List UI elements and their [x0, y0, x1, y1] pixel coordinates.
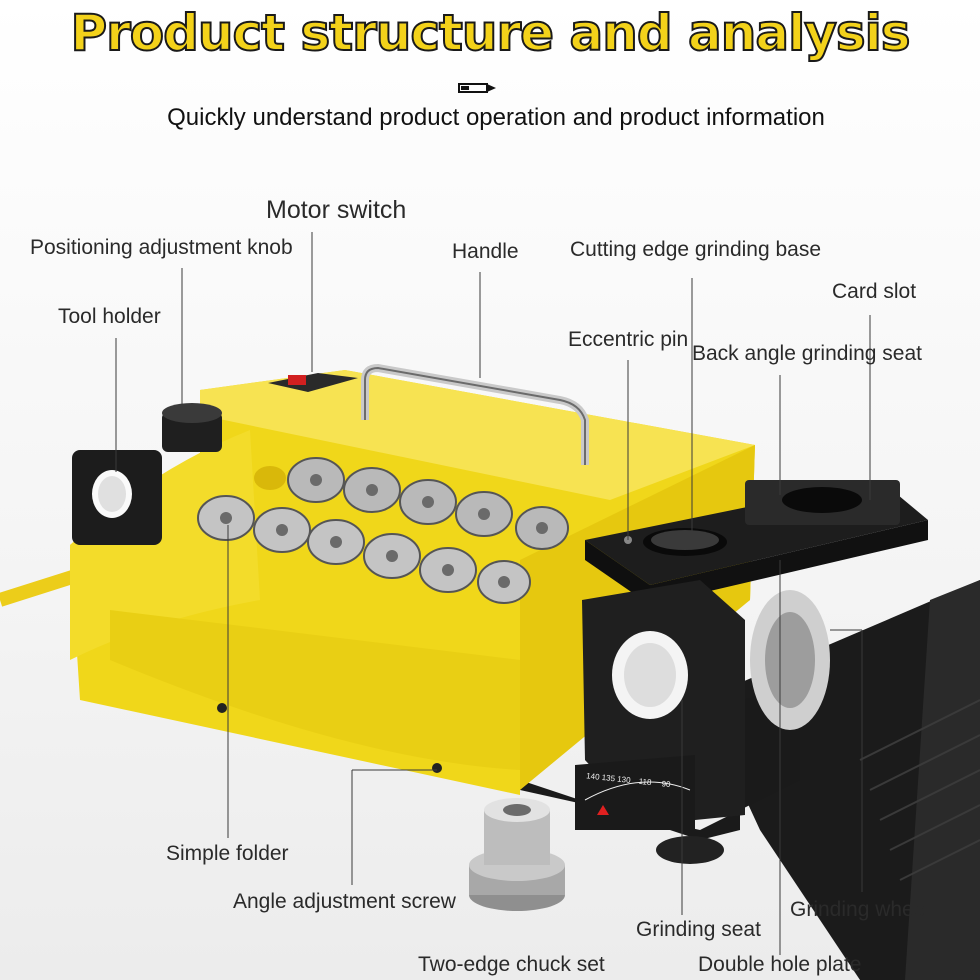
page-title: Product structure and analysis: [69, 3, 911, 63]
label-angle-screw: Angle adjustment screw: [233, 890, 456, 913]
dial-value: 90: [661, 779, 671, 790]
label-double-hole-plate: Double hole plate: [698, 953, 862, 976]
dial-value: 118: [638, 776, 652, 788]
label-back-angle-seat: Back angle grinding seat: [692, 342, 922, 365]
dial-value: 135: [601, 772, 616, 784]
label-motor-switch: Motor switch: [266, 196, 407, 224]
leader-lines: [115, 232, 871, 955]
positioning-knob: [162, 403, 222, 452]
label-handle: Handle: [452, 240, 519, 263]
label-chuck-set: Two-edge chuck set: [418, 953, 605, 976]
chuck-illustration: [469, 798, 565, 911]
dial-value: 130: [616, 774, 632, 785]
label-simple-folder: Simple folder: [166, 842, 289, 865]
grinding-seat: [575, 580, 745, 830]
motor-switch: [268, 373, 358, 392]
page-subtitle: Quickly understand product operation and…: [167, 104, 825, 131]
label-card-slot: Card slot: [832, 280, 917, 303]
screw: [217, 703, 227, 713]
label-grinding-seat: Grinding seat: [636, 918, 761, 941]
angle-screw: [432, 763, 442, 773]
foot: [656, 836, 724, 864]
double-hole-plate: [585, 480, 928, 605]
angle-dial: [584, 781, 691, 815]
pen-icon: [458, 83, 496, 93]
label-cutting-edge-base: Cutting edge grinding base: [570, 238, 822, 261]
dial-value: 140: [585, 771, 601, 782]
label-positioning-knob: Positioning adjustment knob: [30, 236, 293, 259]
label-tool-holder: Tool holder: [58, 305, 161, 328]
label-eccentric-pin: Eccentric pin: [568, 328, 689, 351]
tool-holder: [72, 450, 162, 545]
label-grinding-wheel: Grinding wheel: [790, 898, 931, 921]
